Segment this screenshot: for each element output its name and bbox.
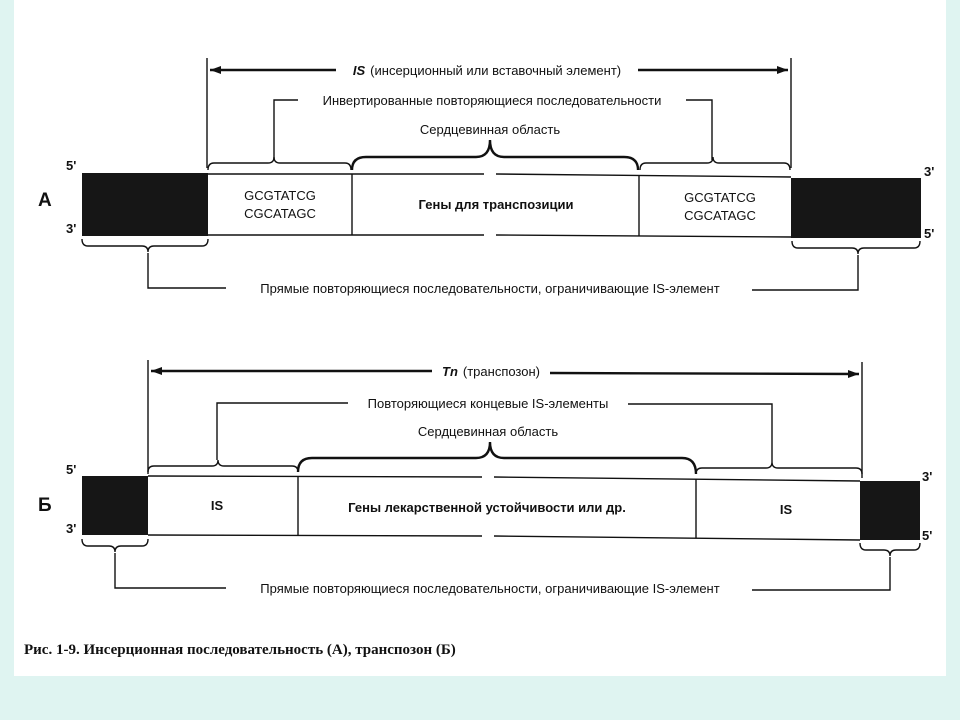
b-right-3-end: 3' — [922, 469, 932, 484]
bottom-strand-right-b — [493, 535, 861, 541]
flanking-dna-left-b — [82, 476, 148, 535]
is-element-right: IS — [780, 502, 793, 517]
left-is-brace — [147, 459, 299, 473]
a-left-3-end: 3' — [66, 221, 76, 236]
direct-repeat-brace-left-b — [81, 538, 149, 553]
top-strand-right — [495, 173, 792, 178]
a-left-5-end: 5' — [66, 158, 76, 173]
inverted-repeat-bracket-right — [686, 99, 713, 160]
panel-a-letter: А — [38, 190, 52, 211]
terminal-is-bracket-right — [628, 403, 773, 462]
figure-caption: Рис. 1-9. Инсерционная последовательност… — [24, 642, 456, 658]
bottom-strand-left-b — [147, 534, 483, 537]
left-repeat-bottom-seq: CGCATAGC — [244, 206, 316, 221]
flanking-dna-right-b — [860, 481, 920, 540]
bottom-strand-right — [495, 234, 792, 238]
b-right-5-end: 5' — [922, 528, 932, 543]
left-repeat-brace — [207, 156, 352, 171]
figure-page: А IS(инсерционный или вставочный элемент… — [14, 0, 946, 676]
flanking-dna-right — [791, 178, 921, 238]
direct-repeat-brace-right — [791, 240, 921, 255]
core-region-label-b: Сердцевинная область — [418, 424, 558, 439]
panel-b-letter: Б — [38, 495, 52, 516]
tn-label: Tn(транспозон) — [442, 364, 540, 379]
direct-repeat-line-left — [147, 253, 226, 289]
core-region-brace-b — [296, 441, 698, 475]
is-element-left: IS — [211, 498, 224, 513]
tn-arrow-right — [549, 369, 860, 378]
right-repeat-bottom-seq: CGCATAGC — [684, 208, 756, 223]
panel-a: А IS(инсерционный или вставочный элемент… — [38, 58, 934, 296]
top-strand-left-b — [147, 475, 483, 478]
inverted-repeat-bracket-left — [273, 99, 298, 160]
flanking-dna-left — [82, 173, 208, 236]
top-strand-right-b — [493, 476, 861, 482]
right-is-brace — [695, 461, 863, 475]
panel-b: Б Tn(транспозон) Повторяющиеся концевые … — [38, 360, 932, 596]
terminal-is-label: Повторяющиеся концевые IS-элементы — [368, 396, 609, 411]
a-right-5-end: 5' — [924, 226, 934, 241]
transposon-diagram: А IS(инсерционный или вставочный элемент… — [24, 58, 934, 658]
left-repeat-top-seq: GCGTATCG — [244, 188, 316, 203]
drug-resistance-genes-label: Гены лекарственной устойчивости или др. — [348, 500, 626, 515]
core-region-brace — [350, 139, 640, 171]
core-region-label: Сердцевинная область — [420, 122, 560, 137]
direct-repeat-brace-left — [81, 238, 209, 253]
inverted-repeats-label: Инвертированные повторяющиеся последоват… — [323, 93, 662, 108]
b-left-5-end: 5' — [66, 462, 76, 477]
terminal-is-bracket-left — [216, 402, 348, 460]
direct-repeats-label-a: Прямые повторяющиеся последовательности,… — [260, 281, 719, 296]
direct-repeat-line-right-b — [752, 557, 891, 591]
direct-repeat-line-left-b — [114, 553, 226, 589]
direct-repeats-label-b: Прямые повторяющиеся последовательности,… — [260, 581, 719, 596]
a-right-3-end: 3' — [924, 164, 934, 179]
direct-repeat-brace-right-b — [859, 542, 921, 557]
right-repeat-top-seq: GCGTATCG — [684, 190, 756, 205]
transposition-genes-label: Гены для транспозиции — [419, 197, 574, 212]
is-label: IS(инсерционный или вставочный элемент) — [353, 63, 621, 78]
b-left-3-end: 3' — [66, 521, 76, 536]
direct-repeat-line-right — [752, 255, 859, 291]
right-repeat-brace — [639, 156, 791, 171]
